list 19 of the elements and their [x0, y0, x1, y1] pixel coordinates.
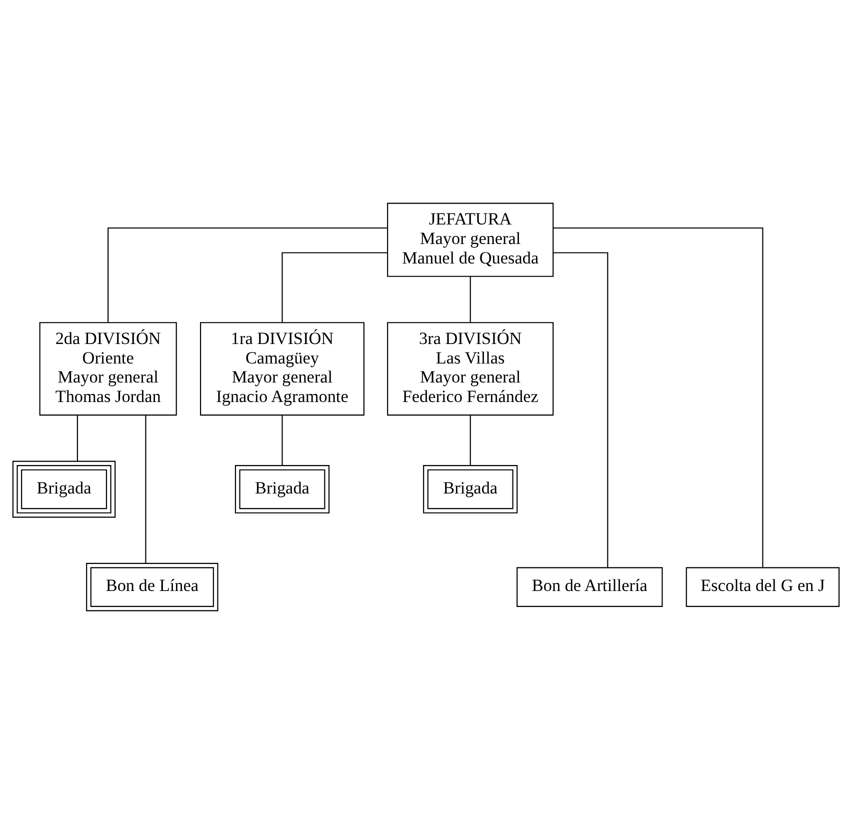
connector	[108, 226, 388, 322]
node-box: Bon de Artillería	[516, 566, 663, 606]
connector	[282, 252, 388, 322]
node-box: Escolta del G en J	[686, 566, 840, 606]
connector	[553, 226, 764, 567]
node-box: 2da DIVISIÓN Oriente Mayor general Thomas Jordan	[39, 322, 177, 416]
node-box: Brigada	[234, 464, 330, 513]
node-box: Bon de Línea	[86, 562, 218, 611]
connector	[470, 414, 471, 465]
node-box: 1ra DIVISIÓN Camagüey Mayor general Ignacio Agramonte	[200, 322, 364, 416]
node-box: 3ra DIVISIÓN Las Villas Mayor general Federico Fernández	[387, 322, 554, 416]
connector	[76, 414, 78, 461]
connector	[553, 252, 608, 568]
connector	[282, 414, 283, 465]
connector	[145, 414, 146, 563]
node-box: JEFATURA Mayor general Manuel de Quesada	[387, 202, 554, 276]
connector	[470, 276, 471, 322]
node-box: Brigada	[423, 464, 518, 513]
node-box: Brigada	[12, 460, 116, 518]
